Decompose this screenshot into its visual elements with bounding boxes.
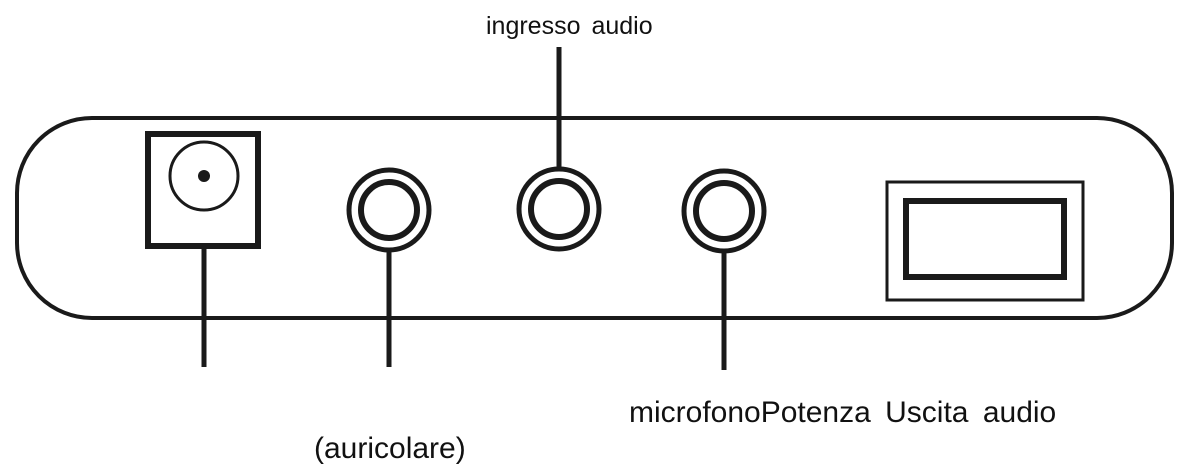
label-audio-input: ingresso audio xyxy=(486,12,653,40)
label-earphone: (auricolare) xyxy=(314,432,466,465)
microphone-jack xyxy=(681,168,767,254)
earphone-jack xyxy=(346,167,432,253)
power-switch xyxy=(885,180,1085,302)
power-jack xyxy=(145,131,261,249)
audio-input-jack xyxy=(516,166,602,252)
label-microphone-power-audio-output: microfonoPotenza Uscita audio xyxy=(629,396,1057,429)
